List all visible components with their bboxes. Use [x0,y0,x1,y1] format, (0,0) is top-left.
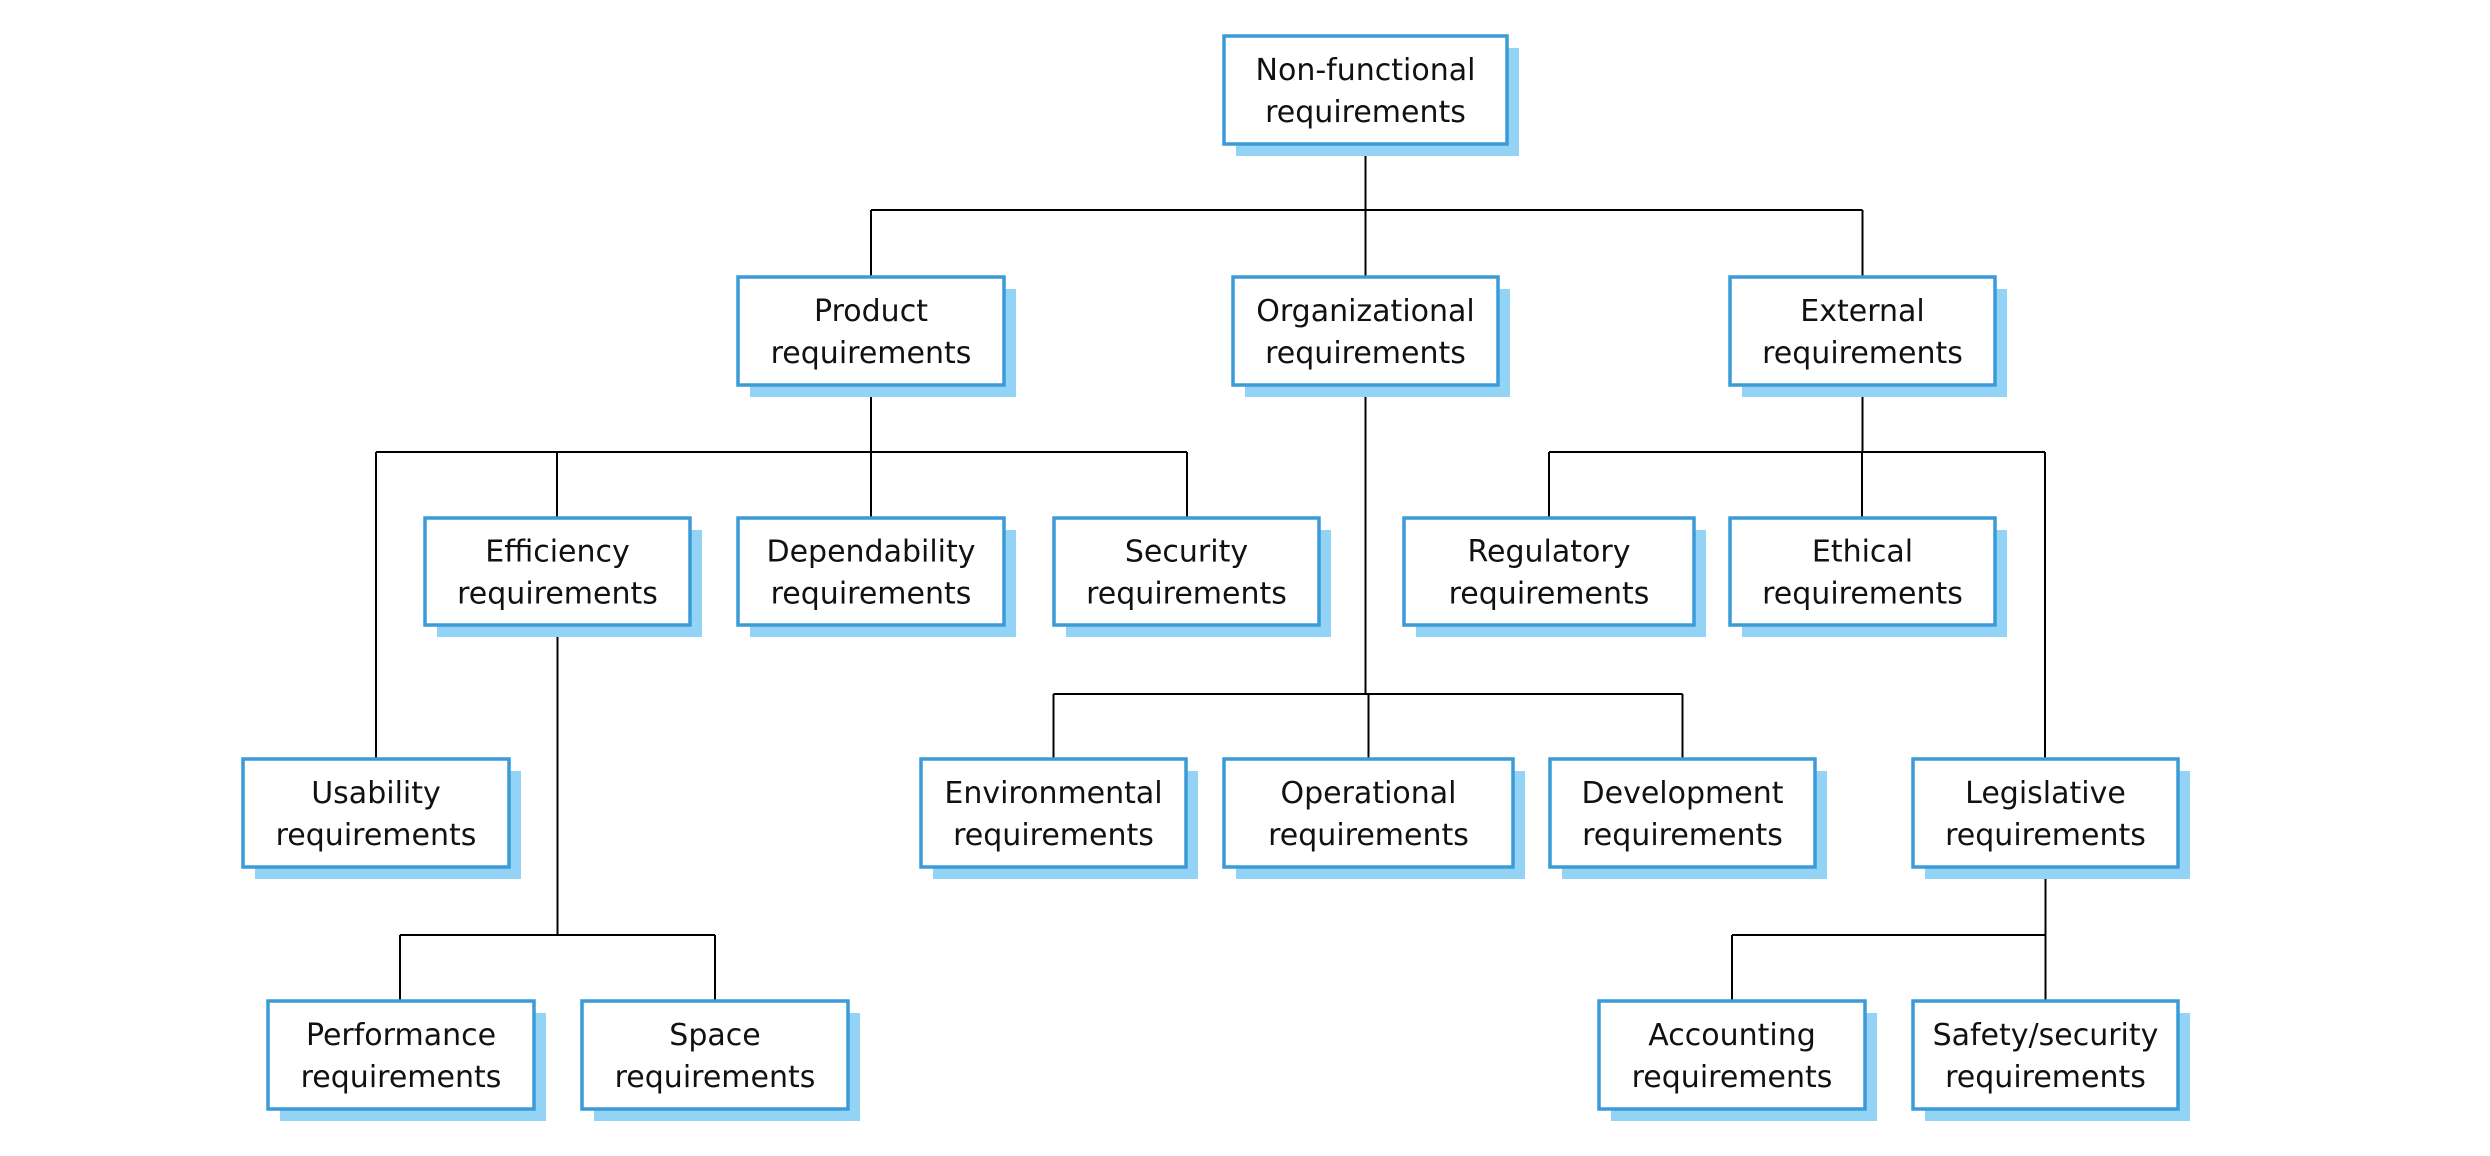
node-label-line1: Operational [1280,776,1456,811]
node-label-line2: requirements [1945,1060,2146,1095]
node-label-line1: Product [814,294,928,329]
node-label-line2: requirements [1762,336,1963,371]
node-nonfunctional: Non-functional requirements [1222,34,1519,156]
node-accounting: Accounting requirements [1597,999,1877,1121]
node-ethical: Ethical requirements [1728,516,2007,637]
node-box [1548,757,1817,869]
node-box [1911,757,2180,869]
node-development: Development requirements [1548,757,1827,879]
node-label-line1: Accounting [1648,1018,1816,1053]
node-label-line2: requirements [276,818,477,853]
node-space: Space requirements [580,999,860,1121]
node-regulatory: Regulatory requirements [1402,516,1706,637]
node-label-line2: requirements [771,336,972,371]
node-label-line2: requirements [1265,336,1466,371]
node-dependability: Dependability requirements [736,516,1016,637]
node-label-line1: Regulatory [1468,535,1631,570]
node-box [580,999,850,1111]
node-box [736,275,1006,387]
node-label-line2: requirements [771,577,972,612]
node-environmental: Environmental requirements [919,757,1198,879]
node-operational: Operational requirements [1222,757,1525,879]
node-organizational: Organizational requirements [1231,275,1510,397]
node-label-line1: Space [669,1018,760,1053]
node-external: External requirements [1728,275,2007,397]
node-box [241,757,511,869]
node-label-line2: requirements [1945,818,2146,853]
node-label-line1: Development [1582,776,1784,811]
node-performance: Performance requirements [266,999,546,1121]
node-box [1728,275,1997,387]
node-box [1052,516,1321,627]
node-box [266,999,536,1111]
node-box [919,757,1188,869]
node-legislative: Legislative requirements [1911,757,2190,879]
node-label-line2: requirements [1762,577,1963,612]
node-box [736,516,1006,627]
node-usability: Usability requirements [241,757,521,879]
node-box [1402,516,1696,627]
node-label-line1: Security [1125,535,1248,570]
node-box [1222,34,1509,146]
node-box [1597,999,1867,1111]
node-safety: Safety/security requirements [1911,999,2190,1121]
node-label-line2: requirements [615,1060,816,1095]
node-efficiency: Efficiency requirements [423,516,702,637]
node-box [423,516,692,627]
node-label-line1: Organizational [1256,294,1475,329]
node-box [1231,275,1500,387]
node-label-line2: requirements [1449,577,1650,612]
node-box [1911,999,2180,1111]
node-label-line2: requirements [1086,577,1287,612]
node-label-line1: Environmental [944,776,1162,811]
diagram-nodes: Non-functionalrequirementsProductrequire… [241,34,2190,1121]
node-label-line1: Safety/security [1933,1018,2159,1053]
node-label-line2: requirements [1582,818,1783,853]
node-label-line1: Legislative [1965,776,2126,811]
node-label-line1: Efficiency [485,535,630,570]
node-label-line2: requirements [1632,1060,1833,1095]
node-product: Product requirements [736,275,1016,397]
node-label-line1: Performance [306,1018,496,1053]
node-security: Security requirements [1052,516,1331,637]
node-label-line1: Dependability [766,535,975,570]
node-box [1222,757,1515,869]
node-label-line1: Non-functional [1256,53,1476,88]
node-label-line2: requirements [1265,95,1466,130]
node-label-line1: Usability [311,776,441,811]
node-label-line2: requirements [457,577,658,612]
node-label-line2: requirements [1268,818,1469,853]
node-label-line2: requirements [953,818,1154,853]
node-label-line1: External [1800,294,1924,329]
node-label-line1: Ethical [1812,535,1913,570]
node-label-line2: requirements [301,1060,502,1095]
node-box [1728,516,1997,627]
